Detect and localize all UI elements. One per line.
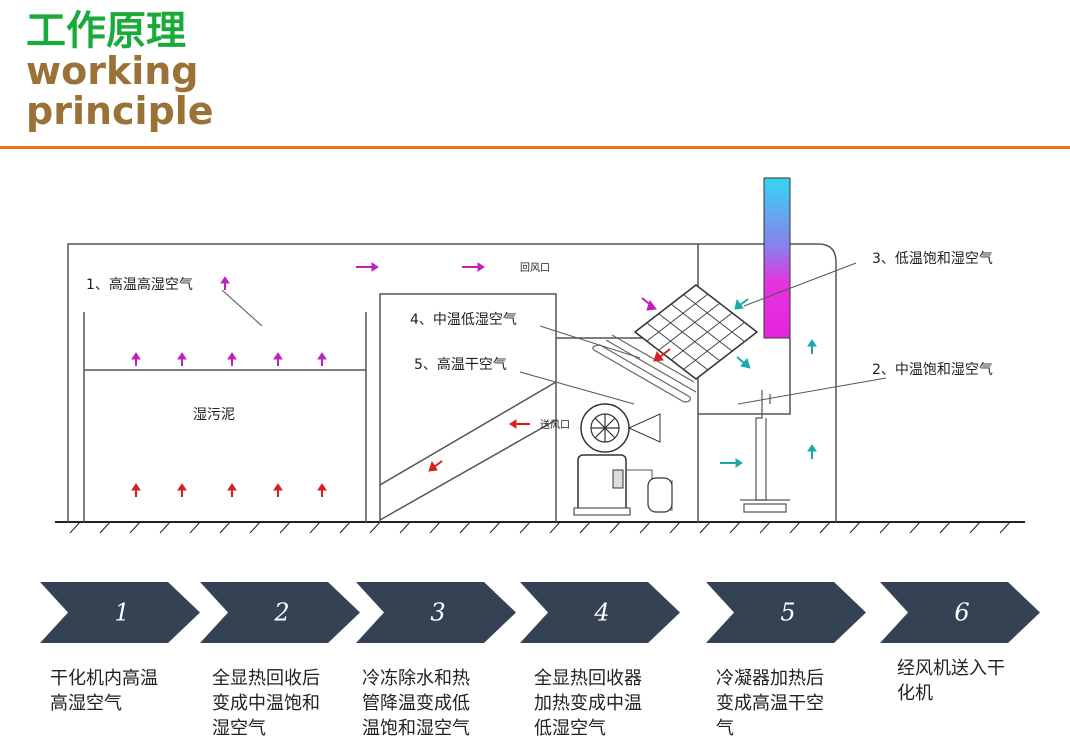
step-description-line: 加热变成中温 xyxy=(534,693,642,714)
step-number-3: 3 xyxy=(430,599,445,627)
step-description-6: 经风机送入干化机 xyxy=(897,656,1005,706)
airflow-arrows xyxy=(131,262,817,497)
header-divider xyxy=(0,146,1070,149)
step-number-2: 2 xyxy=(273,599,289,627)
return-air-label: 回风口 xyxy=(520,262,550,274)
step-description-line: 经风机送入干 xyxy=(897,658,1005,679)
callout-leaders xyxy=(221,262,887,405)
step-description-line: 管降温变成低 xyxy=(362,693,470,714)
ground xyxy=(55,521,1025,534)
step-description-line: 化机 xyxy=(897,683,933,704)
callout-1: 1、高温高湿空气 xyxy=(86,276,193,293)
step-chevron-3 xyxy=(356,582,516,643)
step-number-1: 1 xyxy=(114,599,129,627)
step-description-line: 冷凝器加热后 xyxy=(716,668,824,689)
callout-3: 3、低温饱和湿空气 xyxy=(872,251,993,267)
step-description-line: 温饱和湿空气 xyxy=(362,718,470,739)
step-description-line: 冷冻除水和热 xyxy=(362,668,470,689)
step-chevron-4 xyxy=(520,582,680,643)
step-description-1: 干化机内高温高湿空气 xyxy=(50,666,158,716)
system-diagram: 1、高温高湿空气 3、低温饱和湿空气 2、中温饱和湿空气 4、中温低湿空气 5、… xyxy=(40,177,1040,643)
step-description-2: 全显热回收后变成中温饱和湿空气 xyxy=(212,666,320,741)
exhaust-chimney xyxy=(763,177,791,339)
page-title: 工作原理 xyxy=(26,8,186,54)
step-description-line: 变成中温饱和 xyxy=(212,693,320,714)
step-chevron-5 xyxy=(706,582,866,643)
fan-icon xyxy=(580,403,661,453)
step-description-3: 冷冻除水和热管降温变成低温饱和湿空气 xyxy=(362,666,470,741)
condenser-piping xyxy=(740,390,790,513)
step-description-line: 低湿空气 xyxy=(534,718,606,739)
step-description-line: 气 xyxy=(716,718,734,739)
step-description-line: 湿空气 xyxy=(212,718,266,739)
callout-2: 2、中温饱和湿空气 xyxy=(872,362,993,378)
step-description-line: 高湿空气 xyxy=(50,693,122,714)
step-number-6: 6 xyxy=(954,599,969,627)
step-description-4: 全显热回收器加热变成中温低湿空气 xyxy=(534,666,642,741)
sludge-label: 湿污泥 xyxy=(193,407,235,423)
step-chevrons: 1 2 3 4 5 6 xyxy=(40,582,1040,643)
step-chevron-1 xyxy=(40,582,200,643)
supply-air-label: 送风口 xyxy=(540,418,570,431)
step-description-line: 全显热回收器 xyxy=(534,668,642,689)
step-description-line: 变成高温干空 xyxy=(716,693,824,714)
step-description-5: 冷凝器加热后变成高温干空气 xyxy=(716,666,824,741)
heat-exchanger-icon xyxy=(633,284,759,380)
page-subtitle-line-2: principle xyxy=(26,89,214,133)
step-description-line: 干化机内高温 xyxy=(50,668,158,689)
step-number-5: 5 xyxy=(780,599,795,627)
step-chevron-2 xyxy=(200,582,360,643)
step-chevron-6 xyxy=(880,582,1040,643)
step-number-4: 4 xyxy=(593,599,609,627)
callout-5: 5、高温干空气 xyxy=(414,356,507,373)
step-description-line: 全显热回收后 xyxy=(212,668,320,689)
callout-4: 4、中温低湿空气 xyxy=(410,312,517,328)
page-subtitle-line-1: working xyxy=(26,49,199,93)
compressor-icon xyxy=(573,454,673,516)
